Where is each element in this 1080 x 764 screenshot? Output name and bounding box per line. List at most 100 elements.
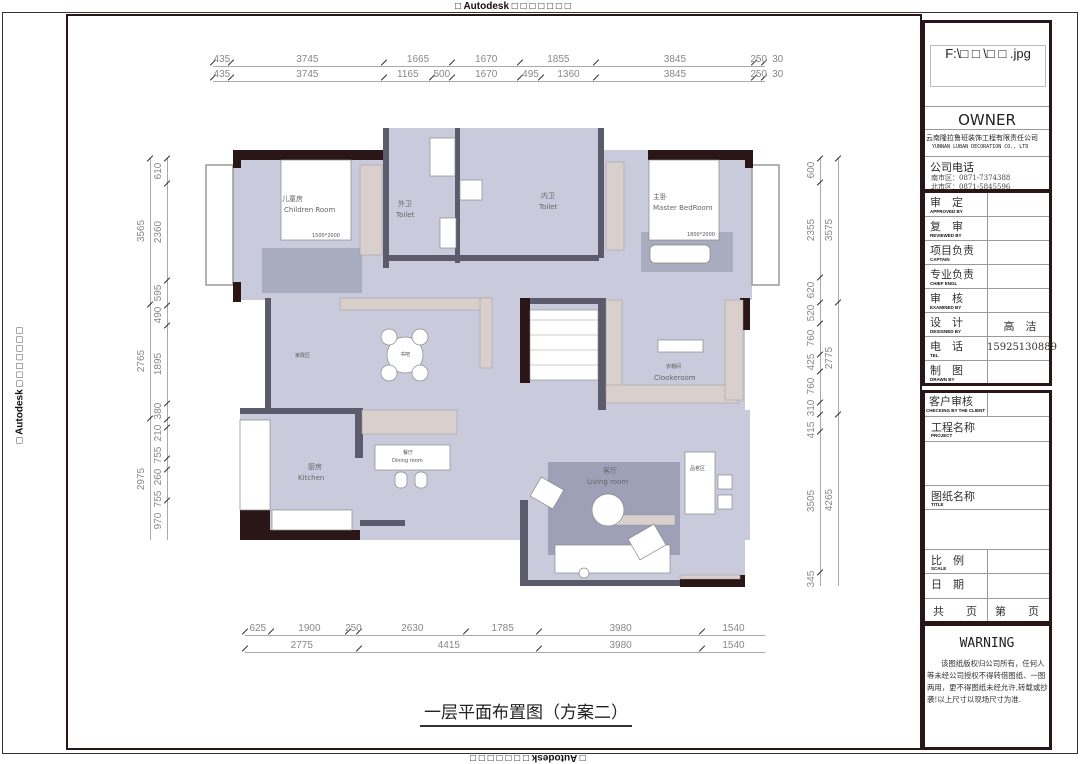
dimension-label: 3565 xyxy=(136,220,147,243)
company-name-en: YUNNAN LUBAN DECORATION CO., LTD xyxy=(932,144,1029,150)
dimension-label: 210 xyxy=(153,424,164,442)
dimension-label: 495 xyxy=(522,69,539,80)
dimension-label: 1855 xyxy=(547,54,570,65)
owner-label: OWNER xyxy=(958,111,1016,129)
dimension-label: 2775 xyxy=(824,346,835,370)
dimension-label: 1785 xyxy=(491,623,514,634)
signature-row-label: 审 定 xyxy=(930,196,963,209)
room-label-living-en: Living room xyxy=(587,478,629,486)
dimension-label: 310 xyxy=(806,399,817,417)
dimension-label: 1360 xyxy=(557,69,580,80)
bed-size-master: 1800*2000 xyxy=(687,232,715,238)
room-label-cloak-en: Clookeroom xyxy=(654,374,696,382)
project-en: PROJECT xyxy=(931,433,953,438)
dimension-label: 520 xyxy=(806,304,817,321)
page-number-label: 第 页 xyxy=(995,605,1039,618)
dimension-label: 425 xyxy=(806,353,817,371)
signature-row-label: 复 审 xyxy=(930,220,963,233)
signature-row-en: APPROVED BY xyxy=(930,209,963,214)
signature-row-en: DESIGNED BY xyxy=(930,329,962,334)
dimension-label: 500 xyxy=(433,69,451,80)
signature-row-label: 电 话 xyxy=(930,340,963,353)
dimension-label: 625 xyxy=(249,623,267,634)
dimension-label: 250 xyxy=(750,69,767,80)
dimension-label: 3745 xyxy=(296,69,319,80)
room-label-living-cn: 客厅 xyxy=(603,467,617,475)
warning-text: 该图纸版权归公司所有，任何人等未经公司授权不得转借图纸、一图两用，更不得图纸未经… xyxy=(927,659,1048,704)
dimension-label: 2975 xyxy=(136,467,147,491)
signature-row-en: CAPTAIN xyxy=(930,257,950,262)
dimension-label: 760 xyxy=(806,330,817,347)
signature-row-en: REVIEWED BY xyxy=(930,233,962,238)
dimension-label: 2360 xyxy=(153,220,164,243)
dimension-label: 250 xyxy=(345,623,362,634)
phone-north: 北市区：0871-5845596 xyxy=(931,183,1011,191)
dimension-label: 755 xyxy=(153,446,164,464)
dimension-label: 250 xyxy=(750,54,767,65)
signature-row-label: 项目负责 xyxy=(930,244,974,257)
dimension-label: 345 xyxy=(806,570,817,588)
dimension-label: 2355 xyxy=(806,218,817,241)
dimension-label: 755 xyxy=(153,490,164,508)
drawing-title-en: TITLE xyxy=(931,502,944,507)
signature-row-value: 高 洁 xyxy=(1003,320,1037,333)
dimension-label: 3845 xyxy=(663,54,687,65)
dimension-label: 1895 xyxy=(153,352,164,376)
drawing-title: 一层平面布置图（方案二） xyxy=(420,698,632,727)
bed-size-children: 1500*2000 xyxy=(312,233,340,239)
room-label-bookbar: 书吧 xyxy=(400,352,411,358)
scale-en: SCALE xyxy=(931,566,947,571)
image-reference: F:\□ □ \□ □ .jpg xyxy=(930,45,1046,87)
dimension-label: 610 xyxy=(153,162,164,179)
dimension-label: 4265 xyxy=(824,488,835,512)
dimension-label: 620 xyxy=(806,281,817,298)
scale-label: 比 例 xyxy=(931,554,964,567)
room-label-cloak-cn: 衣帽间 xyxy=(666,364,682,370)
drawing-title-label: 图纸名称 xyxy=(931,490,975,503)
dimension-label: 415 xyxy=(806,421,817,439)
room-label-toilet-out-en: Toilet xyxy=(396,211,415,219)
room-label-children-cn: 儿童房 xyxy=(282,195,303,203)
dimension-label: 595 xyxy=(153,284,164,301)
dimension-label: 435 xyxy=(213,69,231,80)
title-block-warning: WARNING 该图纸版权归公司所有，任何人等未经公司授权不得转借图纸、一图两用… xyxy=(922,623,1052,750)
dimension-label: 2630 xyxy=(401,623,424,634)
signature-row-en: CHIEF ENGL xyxy=(930,281,958,286)
title-block-owner: F:\□ □ \□ □ .jpg OWNER 云南隆拉鲁班装饰工程有限责任公司 … xyxy=(922,20,1052,192)
dimension-label: 3505 xyxy=(806,490,817,513)
dimension-label: 30 xyxy=(772,54,784,65)
company-phone-title: 公司电话 xyxy=(930,161,974,174)
dimension-label: 2775 xyxy=(290,640,313,651)
room-label-dining-en: Dining room xyxy=(392,458,423,464)
dimension-label: 760 xyxy=(806,377,817,395)
dimension-label: 260 xyxy=(153,468,164,486)
dimension-label: 1165 xyxy=(397,69,419,80)
dimension-label: 380 xyxy=(153,402,164,420)
client-check-label: 客户审核 xyxy=(929,395,973,408)
signature-row-value: 15925130889 xyxy=(987,342,1057,353)
room-label-kitchen-cn: 厨房 xyxy=(308,463,322,471)
project-label: 工程名称 xyxy=(931,421,975,434)
room-label-dining-cn: 餐厅 xyxy=(403,450,414,456)
watermark-top: □ Autodesk □ □ □ □ □ □ □ xyxy=(455,1,571,12)
date-label: 日 期 xyxy=(931,578,964,591)
signature-row-en: TEL xyxy=(930,353,939,358)
title-block-signatures: 审 定 APPROVED BY 复 审 REVIEWED BY 项目负责 CAP… xyxy=(922,190,1057,386)
dimension-label: 435 xyxy=(213,54,231,65)
dimension-label: 1540 xyxy=(722,640,745,651)
signature-row-label: 制 图 xyxy=(930,364,963,377)
room-label-master-en: Master BedRoom xyxy=(653,204,713,212)
dimension-label: 2765 xyxy=(136,349,147,373)
room-label-tea: 品茗区 xyxy=(690,466,706,472)
phone-south: 南市区：0871-7374388 xyxy=(931,174,1011,182)
signature-row-label: 设 计 xyxy=(930,316,963,329)
dimension-label: 4415 xyxy=(437,640,460,651)
drawing-frame xyxy=(66,14,922,750)
room-label-master-cn: 主卧 xyxy=(653,193,667,201)
dimension-label: 1540 xyxy=(722,623,745,634)
sheet-outer-border xyxy=(2,12,1078,754)
dimension-label: 30 xyxy=(772,69,784,80)
dimension-label: 3745 xyxy=(296,54,319,65)
room-label-toilet-out-cn: 外卫 xyxy=(398,200,412,208)
